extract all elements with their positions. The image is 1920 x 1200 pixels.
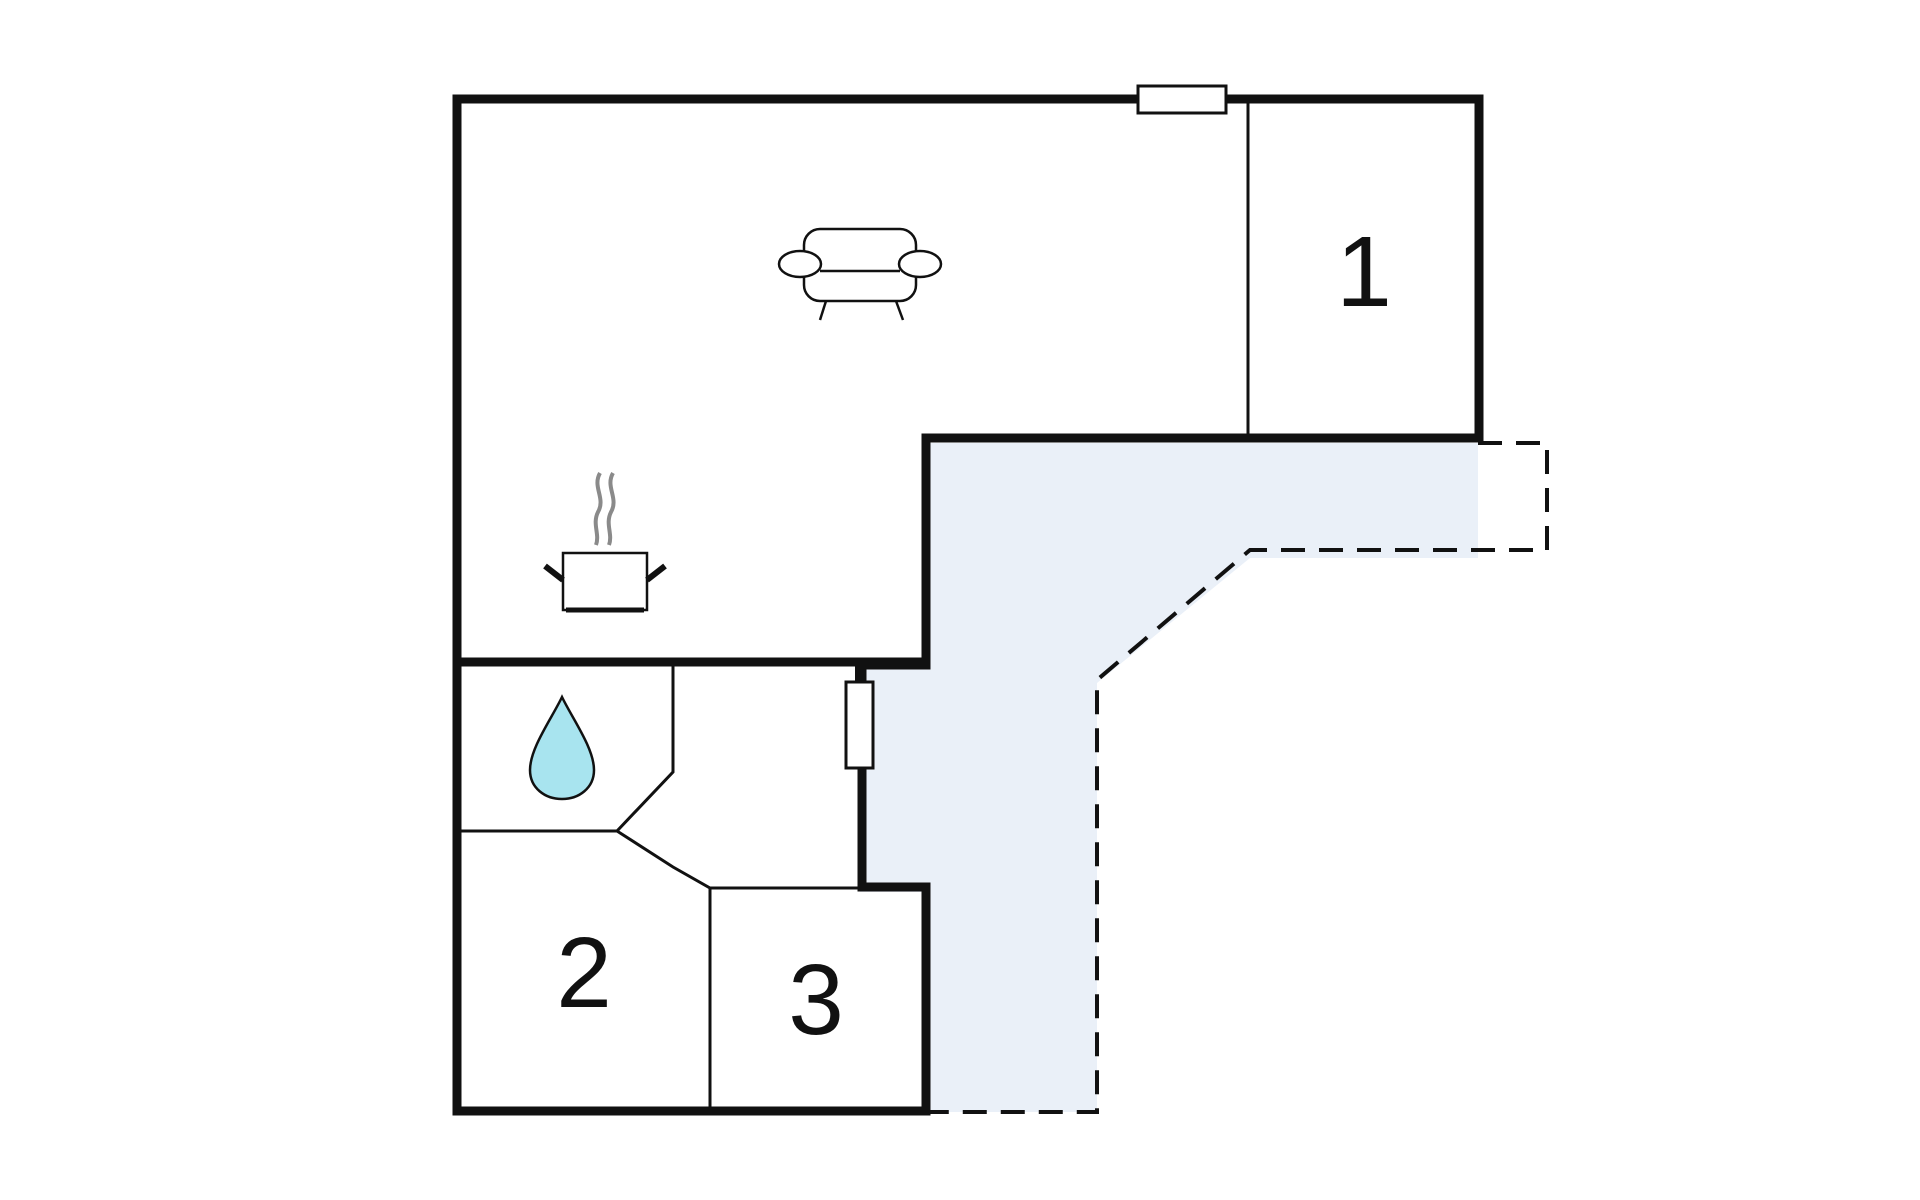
room-label-1: 1 <box>1336 216 1392 328</box>
terrace-area <box>860 443 1478 1112</box>
sofa-icon <box>777 227 943 321</box>
room-label-2: 2 <box>556 917 612 1029</box>
window-hallway <box>844 680 875 770</box>
water-drop-icon <box>528 694 596 801</box>
wall-bathroom <box>461 666 675 833</box>
cooking-pot-icon <box>543 472 667 613</box>
terrace-dashed-outline <box>928 441 1549 1114</box>
room-label-3: 3 <box>788 944 844 1056</box>
window-top <box>1136 84 1228 115</box>
window-hallway-stem <box>855 666 863 682</box>
wall-hallway <box>616 829 858 890</box>
